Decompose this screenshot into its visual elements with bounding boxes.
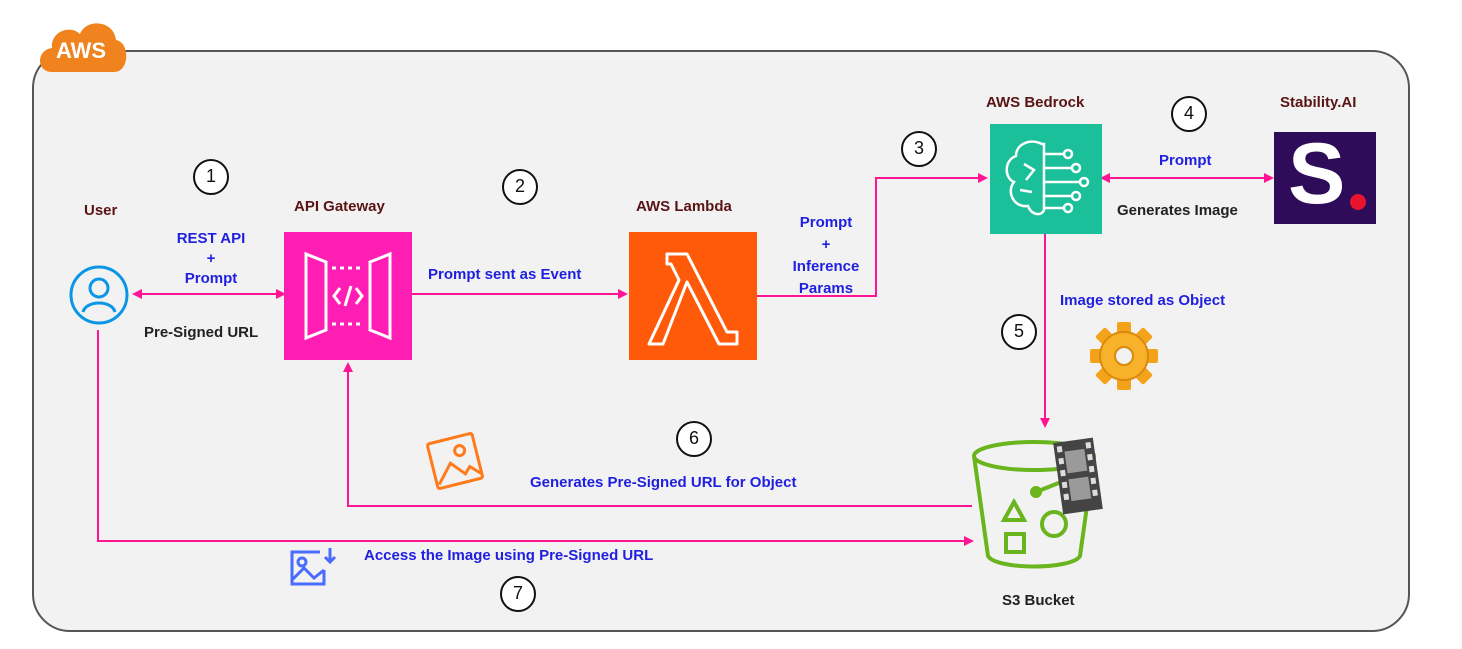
edge-lambda-bedrock-line3: Inference bbox=[792, 258, 860, 275]
step-2-badge: 2 bbox=[502, 169, 538, 205]
bedrock-brain-icon bbox=[1005, 140, 1090, 216]
user-circle-icon bbox=[69, 265, 129, 325]
api-gateway-node[interactable] bbox=[284, 232, 412, 360]
edge-s3-api bbox=[343, 362, 972, 507]
edge-lambda-bedrock bbox=[757, 173, 988, 297]
step-7-badge: 7 bbox=[500, 576, 536, 612]
edge-user-api-label-line1: REST API bbox=[176, 230, 246, 247]
step-3-badge: 3 bbox=[901, 131, 937, 167]
step-6-badge: 6 bbox=[676, 421, 712, 457]
step-1-badge: 1 bbox=[193, 159, 229, 195]
stability-label: Stability.AI bbox=[1280, 94, 1357, 111]
image-download-icon bbox=[286, 546, 340, 590]
stability-node[interactable]: S bbox=[1274, 126, 1376, 224]
lambda-icon bbox=[647, 252, 739, 346]
image-icon bbox=[422, 428, 488, 494]
edge-lambda-bedrock-line4: Params bbox=[798, 280, 854, 297]
lambda-node[interactable] bbox=[629, 232, 757, 360]
edge-lambda-bedrock-label: Prompt + Inference Params bbox=[771, 212, 881, 300]
pre-signed-url-label: Pre-Signed URL bbox=[144, 324, 259, 341]
edge-bedrock-stability-label: Prompt bbox=[1159, 152, 1212, 169]
lambda-label: AWS Lambda bbox=[636, 198, 732, 215]
edge-user-s3 bbox=[97, 330, 974, 546]
bedrock-node[interactable] bbox=[990, 124, 1102, 234]
stability-dot bbox=[1350, 194, 1366, 210]
user-node[interactable] bbox=[68, 264, 130, 326]
s3-bucket-node[interactable] bbox=[966, 428, 1116, 578]
aws-badge-label: AWS bbox=[55, 38, 107, 63]
edge-api-lambda-label: Prompt sent as Event bbox=[428, 266, 582, 283]
generates-image-label: Generates Image bbox=[1117, 202, 1238, 219]
api-gateway-icon bbox=[304, 251, 392, 341]
edge-user-api-label: REST API + Prompt bbox=[151, 229, 271, 289]
edge-s3-api-label: Generates Pre-Signed URL for Object bbox=[530, 474, 797, 491]
stability-ai-logo-icon: S bbox=[1288, 126, 1346, 222]
edge-user-s3-label: Access the Image using Pre-Signed URL bbox=[364, 547, 654, 564]
step-4-badge: 4 bbox=[1171, 96, 1207, 132]
aws-cloud-badge: AWS bbox=[34, 12, 130, 78]
step-5-badge: 5 bbox=[1001, 314, 1037, 350]
edge-lambda-bedrock-line1: Prompt bbox=[799, 214, 853, 231]
edge-bedrock-s3-label: Image stored as Object bbox=[1060, 292, 1226, 309]
api-gateway-label: API Gateway bbox=[294, 198, 385, 215]
film-icon bbox=[1052, 436, 1104, 516]
user-label: User bbox=[84, 202, 118, 219]
bedrock-label: AWS Bedrock bbox=[986, 94, 1085, 111]
edge-user-api-label-line3: Prompt bbox=[184, 270, 238, 287]
gear-icon bbox=[1086, 318, 1162, 394]
edge-lambda-bedrock-line2: + bbox=[821, 236, 831, 253]
aws-cloud-icon bbox=[40, 23, 127, 72]
edge-user-api-label-line2: + bbox=[206, 250, 216, 267]
s3-bucket-label: S3 Bucket bbox=[1002, 592, 1075, 609]
